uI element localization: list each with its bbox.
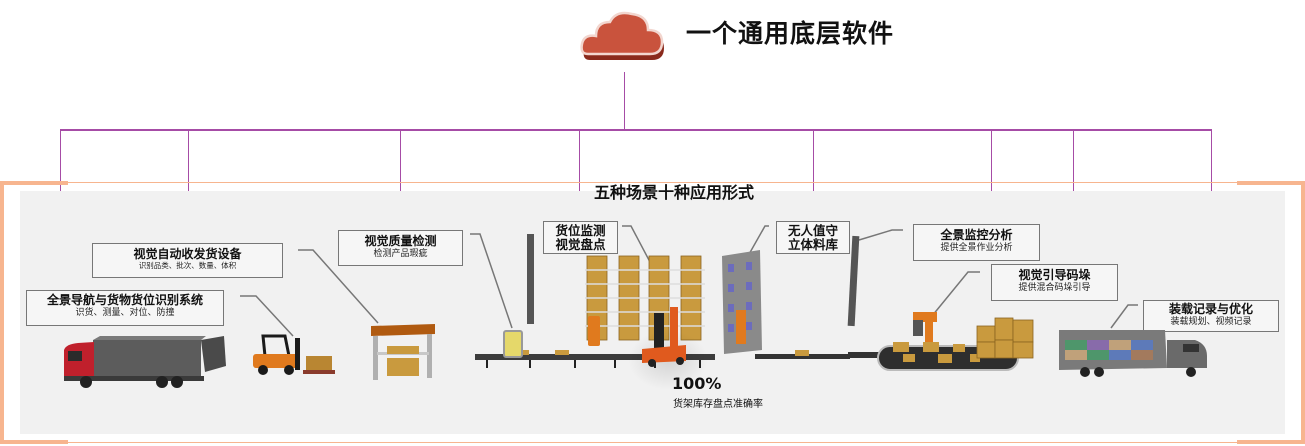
callout-title: 视觉质量检测 [364, 234, 437, 248]
callout-subtitle: 检测产品瑕疵 [373, 248, 428, 259]
callout-title: 全景监控分析 [940, 228, 1013, 242]
branch-drop-3 [400, 130, 401, 230]
frame-corner-tr [1237, 181, 1305, 185]
callout-title: 全景导航与货物货位识别系统 [46, 293, 203, 307]
automated-storage-icon [722, 250, 762, 354]
callout-auto-shipping: 视觉自动收发货设备 识别品类、批次、数量、体积 [92, 243, 283, 278]
scanner-gate-icon [503, 330, 523, 358]
callout-title: 视觉引导码垛 [1018, 268, 1091, 282]
frame-left-border [0, 181, 4, 441]
callout-title: 视觉自动收发货设备 [133, 247, 242, 261]
leader-forklift [240, 295, 294, 337]
leader-racks [622, 225, 651, 263]
truck-open-icon [64, 336, 226, 388]
frame-top-border [62, 182, 1242, 183]
pallet-boxes-icon [976, 317, 1034, 359]
leader-storage [747, 225, 769, 257]
callout-subtitle: 装载规划、视频记录 [1170, 316, 1252, 327]
frame-corner-bl [0, 440, 68, 444]
callout-loading-optimization: 装载记录与优化 装载规划、视频记录 [1143, 300, 1279, 332]
frame-right-border [1301, 181, 1305, 441]
callout-subtitle: 识别品类、批次、数量、体积 [138, 260, 237, 270]
callout-subtitle: 识货、测量、对位、防撞 [75, 307, 175, 318]
callout-subtitle: 提供全景作业分析 [940, 242, 1013, 253]
inspection-station-icon [371, 324, 435, 380]
branch-connector [60, 129, 1212, 131]
accuracy-stat-label: 货架库存盘点准确率 [673, 399, 763, 410]
cloud-icon [578, 6, 668, 66]
callout-slot-monitoring: 货位监测 视觉盘点 [543, 221, 618, 254]
callout-subtitle: 提供混合码垛引导 [1018, 282, 1091, 293]
frame-corner-br [1237, 440, 1305, 444]
main-title: 一个通用底层软件 [686, 19, 895, 48]
callout-panorama-nav: 全景导航与货物货位识别系统 识货、测量、对位、防撞 [26, 290, 224, 326]
callout-unmanned-warehouse: 无人值守 立体料库 [776, 221, 850, 254]
branch-drop-6 [991, 130, 992, 225]
callout-title: 装载记录与优化 [1168, 302, 1253, 316]
robot-arm-icon [588, 316, 600, 346]
callout-title: 货位监测 [555, 223, 606, 238]
callout-quality-inspection: 视觉质量检测 检测产品瑕疵 [338, 230, 463, 266]
leader-scanner [470, 233, 513, 329]
trunk-connector [624, 72, 625, 130]
callout-title: 无人值守 [787, 223, 838, 238]
callout-subtitle: 立体料库 [787, 237, 838, 253]
callout-visual-palletizing: 视觉引导码垛 提供混合码垛引导 [991, 264, 1118, 301]
frame-bottom-border [68, 442, 1248, 443]
leader-truck [1110, 304, 1138, 329]
connector-conveyor-icon [755, 350, 850, 359]
accuracy-stat-value: 100% [672, 374, 722, 393]
section-title: 五种场景十种应用形式 [594, 183, 755, 202]
callout-subtitle: 视觉盘点 [555, 237, 606, 253]
leader-camera-pole [858, 229, 903, 241]
leader-robot-arm [931, 271, 980, 317]
leader-inspection-station [298, 249, 379, 324]
loaded-truck-icon [1059, 330, 1207, 377]
callout-panorama-monitoring: 全景监控分析 提供全景作业分析 [913, 224, 1040, 261]
scanner-pole-icon [527, 234, 534, 324]
branch-drop-4 [579, 130, 580, 220]
agv-forklift-icon [642, 307, 686, 367]
branch-drop-2 [188, 130, 189, 243]
frame-corner-tl [0, 181, 68, 185]
palletizing-robot-icon [913, 312, 937, 342]
forklift-icon [253, 334, 335, 375]
branch-drop-5 [813, 130, 814, 221]
